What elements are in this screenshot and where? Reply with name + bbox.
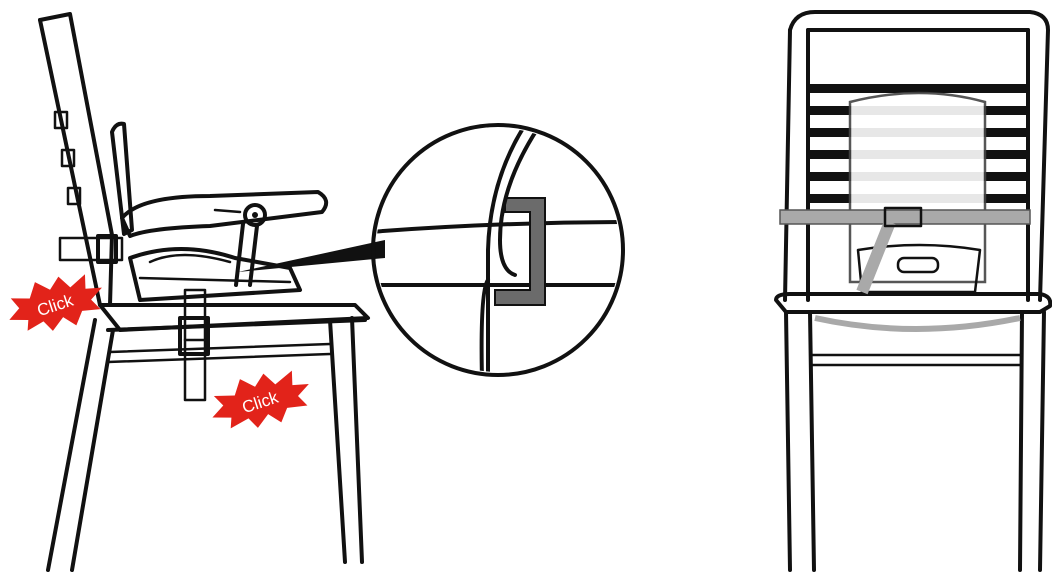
back-slat	[60, 148, 76, 168]
back-slat	[808, 84, 1028, 93]
back-slat	[53, 110, 69, 130]
back-strap	[58, 234, 124, 264]
booster-handle	[896, 256, 940, 274]
strap-buckle	[178, 316, 210, 356]
zoom-detail	[371, 123, 625, 377]
click-callout-2: Click	[212, 370, 309, 429]
strap-buckle	[883, 206, 923, 228]
strap-buckle	[96, 234, 118, 264]
adjust-knob-icon	[243, 203, 267, 227]
side-view-booster	[110, 121, 329, 302]
click-callout-1: Click	[9, 274, 102, 331]
side-view-chair	[38, 12, 370, 572]
under-seat-strap	[178, 288, 210, 402]
back-slat	[66, 186, 82, 206]
front-view-booster	[779, 91, 1031, 295]
zoom-pointer	[238, 240, 385, 272]
